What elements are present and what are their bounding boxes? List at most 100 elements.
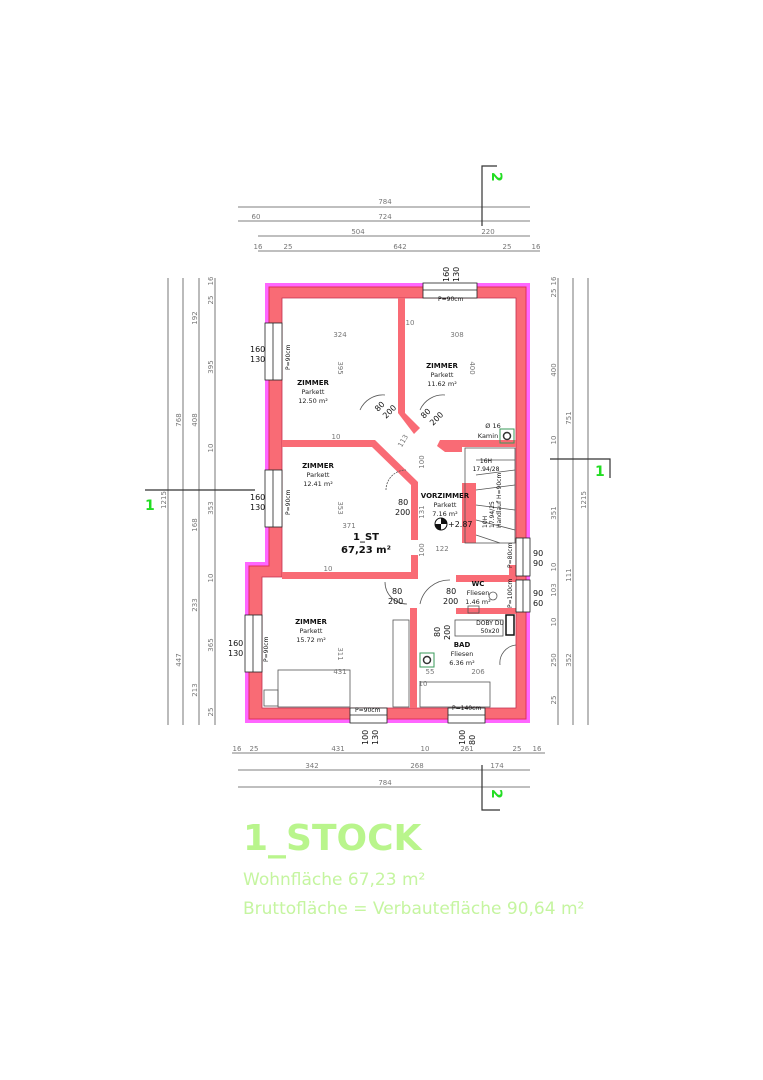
fixtures (263, 394, 517, 708)
living-area-text: Wohnfläche 67,23 m² (243, 870, 426, 890)
drawing-label: 16 (533, 745, 542, 753)
drawing-label: 174 (490, 762, 504, 770)
drawing-label: 431 (333, 668, 346, 676)
drawing-label: 16 (550, 276, 558, 285)
drawing-label: 206 (471, 668, 485, 676)
drawing-label: 504 (351, 228, 365, 236)
room-area: 7.16 m² (432, 510, 458, 518)
room-area: 11.62 m² (427, 380, 457, 388)
drawing-label: 16 (233, 745, 242, 753)
stairs-lower: 10H (482, 516, 489, 528)
drawing-label: 25 (284, 243, 293, 251)
room-labels: ZIMMER Parkett 12.50 m² ZIMMER Parkett 1… (295, 362, 504, 667)
level-value: +2.87 (448, 520, 473, 529)
drawing-label: 250 (550, 653, 558, 666)
room-floor: Fliesen (451, 650, 474, 658)
drawing-label: 168 (191, 518, 199, 531)
drawing-label: 130 (250, 355, 265, 364)
shower-label: DOBY DU (476, 620, 504, 627)
drawing-label: 131 (418, 505, 426, 518)
room-floor: Fliesen (467, 589, 490, 597)
drawing-label: P=140cm (452, 705, 481, 712)
drawing-label: 395 (207, 360, 215, 373)
drawing-label: 160 (442, 267, 451, 282)
drawing-label: 90 (533, 589, 543, 598)
drawing-label: 90 (533, 549, 543, 558)
drawing-label: 784 (378, 198, 392, 206)
kamin-diameter: Ø 16 (485, 422, 500, 430)
drawing-label: 10 (550, 618, 558, 627)
drawing-label: 130 (250, 503, 265, 512)
drawing-label: 100 (361, 730, 370, 745)
drawing-label: 371 (342, 522, 355, 530)
drawing-label: 400 (550, 363, 558, 376)
shower-size: 50x20 (481, 628, 500, 635)
drawing-label: 642 (393, 243, 406, 251)
drawing-label: 103 (550, 583, 558, 596)
stairs-handrail: Handlauf H=90cm (496, 473, 503, 528)
drawing-label: 25 (207, 296, 215, 305)
section-marker-2-bottom: 2 (488, 789, 504, 799)
room-name: VORZIMMER (421, 492, 470, 500)
drawing-label: 25 (250, 745, 259, 753)
drawing-label: 200 (395, 508, 410, 517)
drawing-label: 80 (446, 587, 456, 596)
room-floor: Parkett (434, 501, 457, 509)
drawing-label: 268 (410, 762, 423, 770)
windows (244, 282, 531, 724)
drawing-label: P=90cm (285, 344, 292, 370)
drawing-label: 431 (331, 745, 344, 753)
room-floor: Parkett (302, 388, 325, 396)
drawing-label: 25 (503, 243, 512, 251)
room-name: WC (472, 580, 485, 588)
floor-title: 1_STOCK (243, 818, 422, 859)
drawing-label: 353 (207, 501, 215, 514)
drawing-label: 80 (398, 498, 408, 507)
gross-area-text: Bruttofläche = Verbautefläche 90,64 m² (243, 899, 585, 919)
section-marker-1-right: 1 (595, 464, 605, 480)
drawing-label: 751 (565, 411, 573, 424)
drawing-label: 100 (418, 455, 426, 468)
drawing-label: 80 (468, 735, 477, 745)
drawing-label: 724 (378, 213, 392, 221)
drawing-label: 90 (533, 559, 543, 568)
room-name: ZIMMER (426, 362, 458, 370)
drawing-label: 1215 (160, 491, 168, 509)
room-name: BAD (454, 641, 471, 649)
room-area: 15.72 m² (296, 636, 326, 644)
drawing-label: 25 (513, 745, 522, 753)
drawing-label: 1215 (580, 491, 588, 509)
room-area: 12.41 m² (303, 480, 333, 488)
drawing-label: 10 (324, 565, 333, 573)
kamin-label: Kamin (478, 432, 498, 440)
room-floor: Parkett (307, 471, 330, 479)
drawing-label: P=80cm (507, 542, 514, 568)
section-marker-1-left: 1 (145, 498, 155, 514)
room-name: ZIMMER (297, 379, 329, 387)
level-marker-icon (434, 517, 448, 531)
drawing-label: 220 (481, 228, 494, 236)
drawing-label: 16 (532, 243, 541, 251)
room-floor: Parkett (300, 627, 323, 635)
drawing-label: P=90cm (263, 636, 270, 662)
drawing-label: 324 (333, 331, 347, 339)
drawing-label: 400 (468, 361, 476, 374)
floor-label: 1_ST (353, 532, 379, 543)
dimension-lines (167, 206, 589, 788)
drawing-label: 311 (336, 647, 344, 660)
drawing-label: 408 (191, 413, 199, 426)
drawing-label: 10 (332, 433, 341, 441)
drawing-label: 111 (565, 568, 573, 581)
drawing-label: 352 (565, 653, 573, 666)
drawing-label: P=90cm (355, 707, 381, 714)
drawing-label: 10 (207, 444, 215, 453)
drawing-label: 365 (207, 638, 215, 651)
drawing-label: 160 (250, 345, 265, 354)
window-labels: P=90cm P=90cm P=140cm P=90cm P=90cm P=90… (228, 267, 543, 745)
drawing-label: 200 (388, 597, 403, 606)
stairs-upper-dim: 17.94/28 (473, 466, 500, 473)
drawing-label: 130 (228, 649, 243, 658)
drawing-label: 122 (435, 545, 448, 553)
drawing-label: 25 (207, 708, 215, 717)
drawing-label: 60 (533, 599, 543, 608)
